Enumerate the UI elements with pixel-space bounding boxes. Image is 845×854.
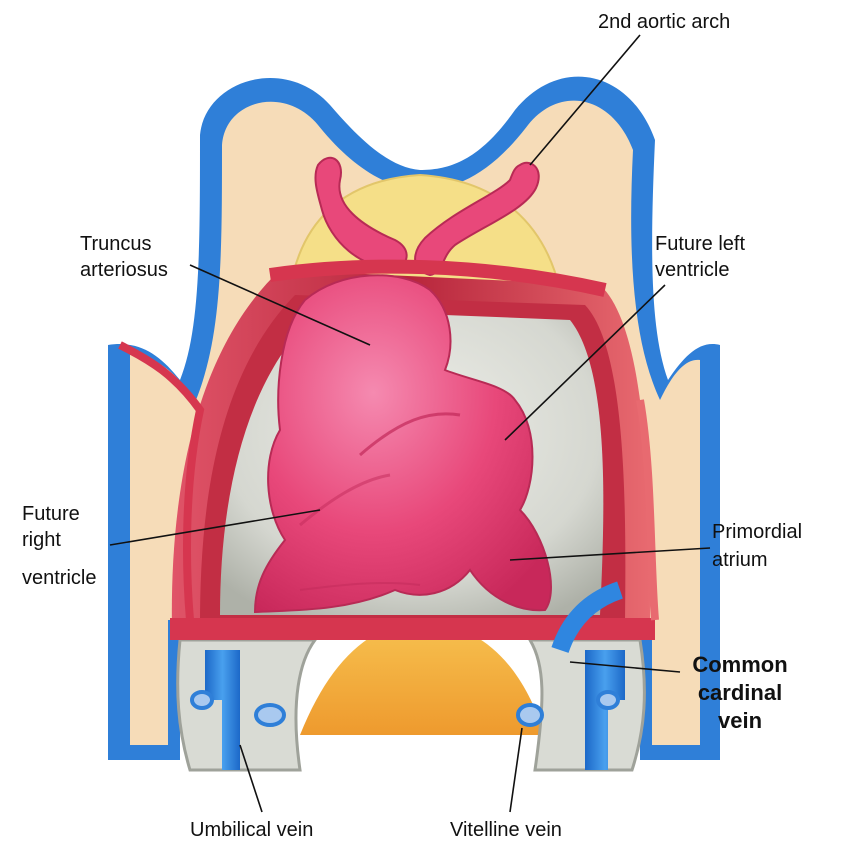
left-vitelline-opening xyxy=(256,705,284,725)
label-future-right-line1: Future xyxy=(22,502,80,526)
label-future-left-line2: ventricle xyxy=(655,258,729,282)
label-future-right-line2: right xyxy=(22,528,61,552)
label-cardinal-line3: vein xyxy=(680,708,800,733)
label-cardinal-line2: cardinal xyxy=(680,680,800,705)
label-truncus-line1: Truncus xyxy=(80,232,152,256)
right-umbilical-opening xyxy=(598,692,618,708)
label-future-right-line3: ventricle xyxy=(22,566,96,590)
label-cardinal-line1: Common xyxy=(680,652,800,677)
label-primordial-line1: Primordial xyxy=(712,520,802,544)
leader-vitelline xyxy=(510,728,522,812)
left-umbilical-opening xyxy=(192,692,212,708)
label-umbilical-vein: Umbilical vein xyxy=(190,818,313,842)
label-truncus-line2: arteriosus xyxy=(80,258,168,282)
right-vitelline-opening xyxy=(518,705,542,725)
label-vitelline-vein: Vitelline vein xyxy=(450,818,562,842)
label-future-left-line1: Future left xyxy=(655,232,745,256)
label-primordial-line2: atrium xyxy=(712,548,768,572)
label-2nd-aortic-arch: 2nd aortic arch xyxy=(598,10,730,34)
